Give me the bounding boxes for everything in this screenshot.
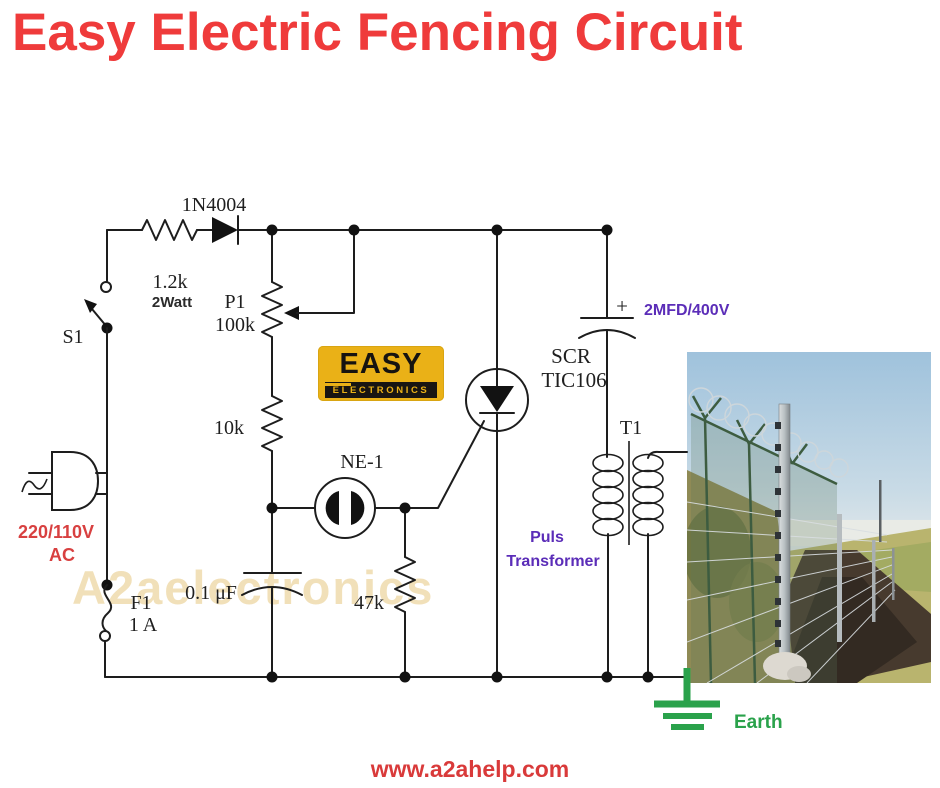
photo-insulators — [775, 422, 781, 647]
junction-dots — [266, 224, 654, 683]
neon-electrode-right — [351, 491, 365, 525]
secondary-top-lead — [647, 450, 688, 459]
label-xfmr-line1: Puls — [530, 529, 564, 546]
earth-ground-icon — [654, 668, 720, 730]
label-xfmr: T1 — [620, 417, 642, 439]
photo-soil-dark — [782, 577, 917, 683]
brand-logo-bottom-text: ELECTRONICS — [332, 384, 430, 396]
photo-bush — [687, 506, 751, 598]
fuse-symbol — [101, 584, 113, 632]
label-r2: 10k — [214, 417, 244, 439]
label-pot: P1 — [224, 291, 245, 313]
watermark-text: A2aelectronics — [72, 561, 435, 614]
label-diode: 1N4004 — [182, 194, 246, 216]
photo-far-posts — [837, 480, 895, 642]
resistor-1-2k-symbol — [141, 219, 198, 241]
fence-photo-art — [687, 352, 931, 683]
label-c1: 0.1 μF — [185, 582, 237, 604]
label-fuse: F1 — [130, 592, 151, 614]
label-switch: S1 — [62, 326, 83, 348]
label-mains-voltage: 220/110V — [18, 522, 94, 542]
brand-logo-bar: ELECTRONICS — [325, 382, 437, 398]
brand-logo-top-text: EASY — [339, 348, 423, 380]
label-r1: 1.2k — [153, 271, 188, 293]
ac-source-body — [51, 451, 100, 511]
page-title: Easy Electric Fencing Circuit — [12, 3, 743, 62]
photo-razor-wire — [688, 387, 849, 478]
pot-p1-symbol — [261, 281, 283, 338]
resistor-47k-symbol — [394, 556, 416, 613]
pot-wiper-wire — [296, 230, 355, 314]
fence-photo — [687, 352, 931, 683]
photo-fence-frame — [690, 395, 838, 683]
transformer-primary-coil — [592, 453, 624, 537]
label-mains-ac: AC — [49, 545, 75, 565]
label-scr-part: TIC106 — [541, 368, 606, 392]
switch-arrowhead — [84, 299, 97, 313]
label-pot-val: 100k — [215, 314, 255, 336]
ac-source-leads — [28, 472, 108, 495]
footer-url: www.a2ahelp.com — [370, 756, 570, 782]
resistor-10k-symbol — [261, 395, 283, 452]
brand-logo-dash — [325, 383, 351, 386]
label-r1-watt: 2Watt — [152, 294, 192, 311]
label-fuse-val: 1 A — [129, 614, 158, 636]
label-c2: 2MFD/400V — [644, 302, 730, 319]
diode-symbol — [212, 217, 238, 243]
ac-tilde-icon — [21, 478, 48, 493]
label-r3: 47k — [354, 592, 384, 614]
neon-lamp-body — [314, 477, 376, 539]
scr-gate-wire — [405, 420, 485, 509]
brand-logo: EASY ELECTRONICS — [318, 346, 444, 401]
scr-triangle — [480, 386, 514, 412]
label-scr: SCR — [551, 344, 591, 368]
pot-wiper-arrowhead — [284, 306, 299, 320]
switch-contact-open — [100, 281, 112, 293]
photo-stone-small — [787, 666, 811, 682]
label-xfmr-line2: Transformer — [506, 553, 599, 570]
transformer-secondary-coil — [632, 453, 664, 537]
label-earth: Earth — [734, 712, 783, 733]
photo-mesh-fence — [691, 414, 837, 683]
label-c2-plus: + — [616, 294, 628, 318]
neon-electrode-left — [325, 491, 339, 525]
fuse-bottom-contact — [99, 630, 111, 642]
label-neon: NE-1 — [340, 451, 383, 473]
